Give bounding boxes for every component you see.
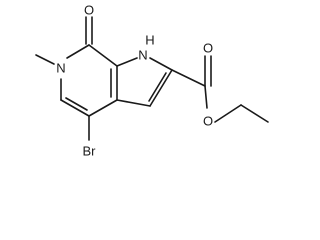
bond-c2-c3-inner bbox=[148, 72, 167, 102]
bond-c2-ester-carbon bbox=[171, 69, 206, 87]
atom-labels: O N H N Br O O bbox=[56, 3, 213, 159]
pyrrole-nitrogen-label: N bbox=[138, 48, 147, 63]
bond-c5-c4 bbox=[60, 99, 90, 117]
bond-c5-c4-inner bbox=[65, 97, 88, 111]
bond-c7a-c7 bbox=[88, 44, 118, 67]
methyl-nitrogen-label: N bbox=[56, 61, 65, 76]
pyrrole-nh-hydrogen-label: H bbox=[145, 33, 154, 48]
carbonyl-oxygen-label: O bbox=[84, 3, 94, 18]
molecule-structure: O N H N Br O O bbox=[35, 3, 269, 159]
bond-ch2-ch3 bbox=[240, 104, 269, 123]
bond-ester-carbon-oxygen bbox=[204, 85, 208, 109]
bond-c7a-n1 bbox=[116, 57, 138, 67]
bond-c3-c3a bbox=[116, 99, 151, 107]
bromine-label: Br bbox=[83, 144, 97, 159]
bond-n6-methyl bbox=[35, 54, 55, 65]
ester-oxygen-label: O bbox=[203, 114, 213, 129]
bond-lines bbox=[35, 16, 269, 141]
bond-c2-c3 bbox=[149, 69, 173, 107]
bond-n1-c2 bbox=[149, 57, 173, 71]
bond-oxygen-ch2 bbox=[214, 104, 242, 123]
ester-carbonyl-oxygen-label: O bbox=[203, 41, 213, 56]
bond-c7-n6 bbox=[66, 44, 90, 59]
bond-c4-c3a bbox=[88, 99, 118, 117]
